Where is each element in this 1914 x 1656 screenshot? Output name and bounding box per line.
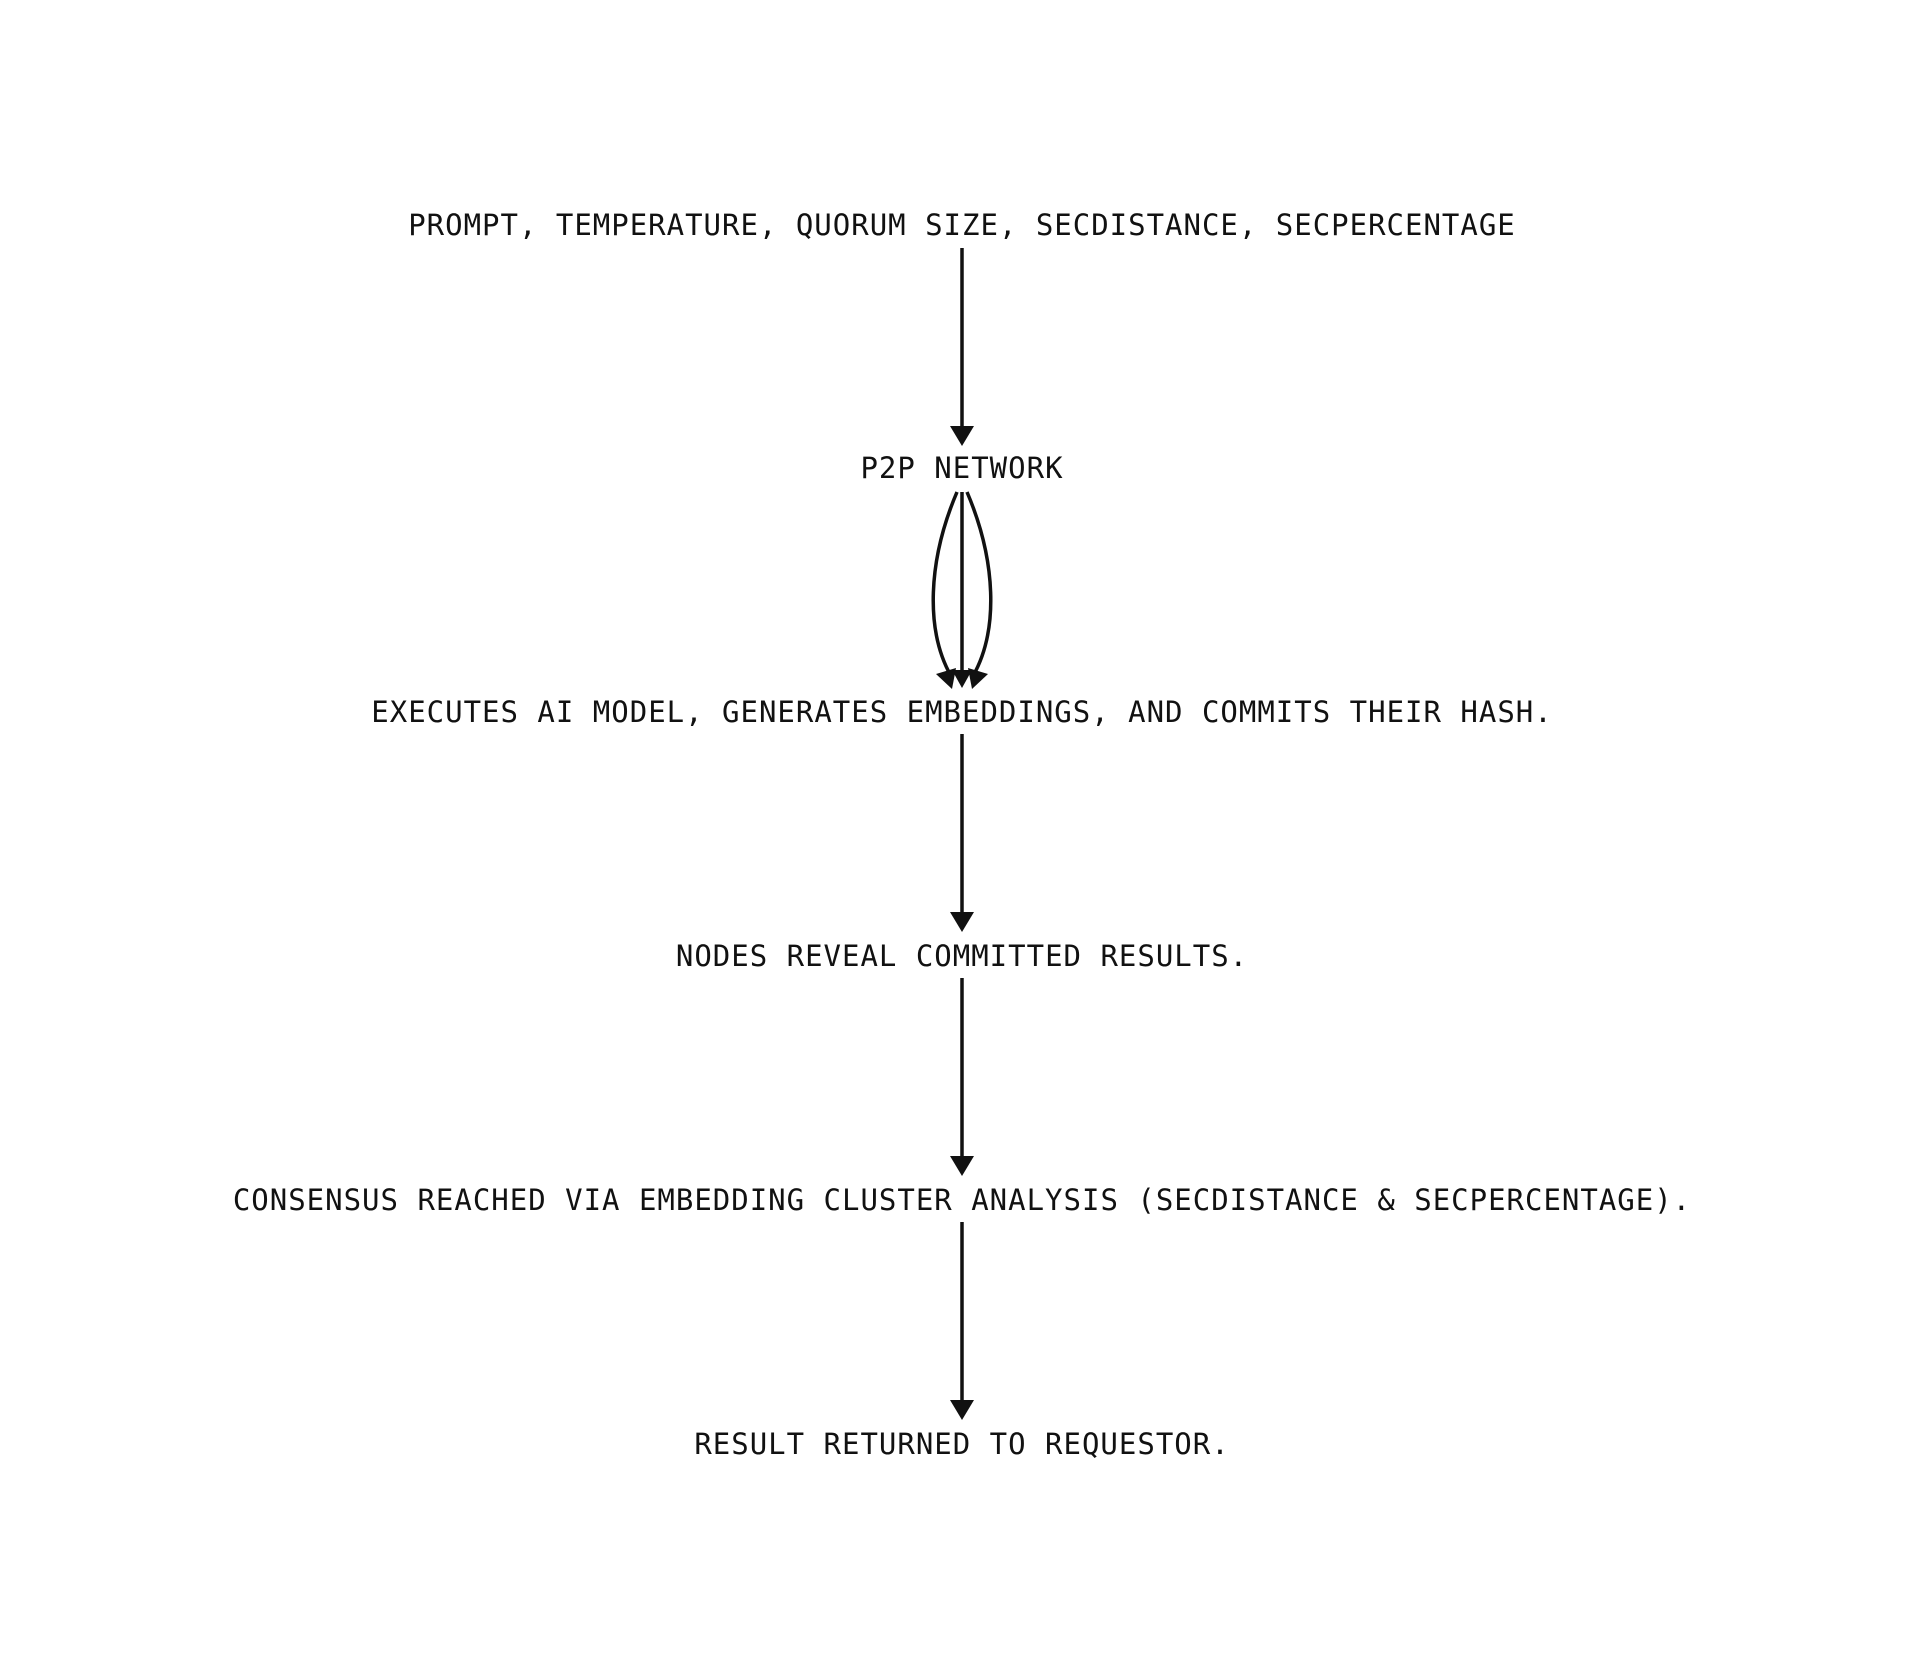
node-execute-label: EXECUTES AI MODEL, GENERATES EMBEDDINGS,… (371, 695, 1552, 729)
edge-network-to-execute-left (931, 491, 959, 689)
edge-input-to-network (950, 248, 974, 446)
node-network-label: P2P NETWORK (860, 451, 1063, 485)
node-consensus-label: CONSENSUS REACHED VIA EMBEDDING CLUSTER … (233, 1183, 1691, 1217)
node-input-label: PROMPT, TEMPERATURE, QUORUM SIZE, SECDIS… (408, 208, 1516, 242)
edge-reveal-to-consensus (950, 978, 974, 1176)
edge-network-to-execute-right (965, 491, 993, 689)
edge-consensus-to-result (950, 1222, 974, 1420)
node-reveal-label: NODES REVEAL COMMITTED RESULTS. (676, 939, 1248, 973)
edge-network-to-execute-center (952, 492, 972, 688)
node-result-label: RESULT RETURNED TO REQUESTOR. (694, 1427, 1229, 1461)
edge-execute-to-reveal (950, 734, 974, 932)
